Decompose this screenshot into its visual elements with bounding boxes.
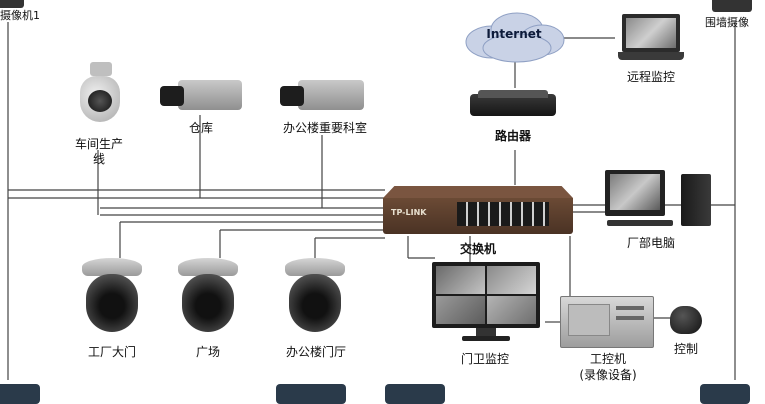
camera-bottom-right-icon (700, 384, 750, 404)
factory-gate-label: 工厂大门 (87, 345, 136, 359)
mouse-icon (670, 306, 702, 334)
gate-monitor-icon (432, 262, 540, 344)
remote-monitor-label: 远程监控 (626, 70, 675, 84)
industrial-pc-sublabel: (录像设备) (579, 368, 637, 382)
switch-icon: TP-LINK (383, 186, 573, 236)
camera-top-left-icon (0, 0, 24, 8)
camera-bottom-left-icon (0, 384, 40, 404)
control-label: 控制 (673, 342, 698, 356)
ptz-camera-workshop-icon (76, 62, 124, 132)
switch-brand-label: TP-LINK (391, 208, 427, 217)
box-camera-office-key-room-icon (280, 78, 364, 112)
internet-cloud-icon (465, 12, 565, 63)
square-label: 广场 (195, 345, 220, 359)
office-hall-label: 办公楼门厅 (285, 345, 346, 359)
desktop-pc-icon (605, 170, 715, 230)
box-camera-warehouse-icon (160, 78, 242, 112)
router-label: 路由器 (494, 129, 531, 143)
dome-camera-square-icon (178, 258, 238, 336)
dome-camera-office-hall-icon (285, 258, 345, 336)
warehouse-label: 仓库 (188, 121, 213, 135)
gate-monitor-label: 门卫监控 (460, 352, 509, 366)
switch-label: 交换机 (459, 242, 496, 256)
laptop-icon (618, 14, 684, 64)
internet-label: Internet (486, 27, 542, 41)
camera-bottom-center-right-icon (385, 384, 445, 404)
industrial-pc-icon (560, 296, 654, 348)
camera-label-top-left: 摄像机1 (0, 9, 40, 22)
camera-bottom-center-left-icon (276, 384, 346, 404)
industrial-pc-label: 工控机 (589, 352, 626, 366)
dome-camera-factory-gate-icon (82, 258, 142, 336)
camera-top-right-icon (712, 0, 752, 12)
factory-pc-label: 厂部电脑 (626, 236, 675, 250)
router-icon (470, 88, 556, 122)
camera-label-top-right: 围墙摄像 (705, 16, 749, 29)
workshop-label: 车间生产线 (74, 137, 123, 166)
connection-lines (7, 22, 736, 380)
office-key-room-label: 办公楼重要科室 (282, 121, 367, 135)
